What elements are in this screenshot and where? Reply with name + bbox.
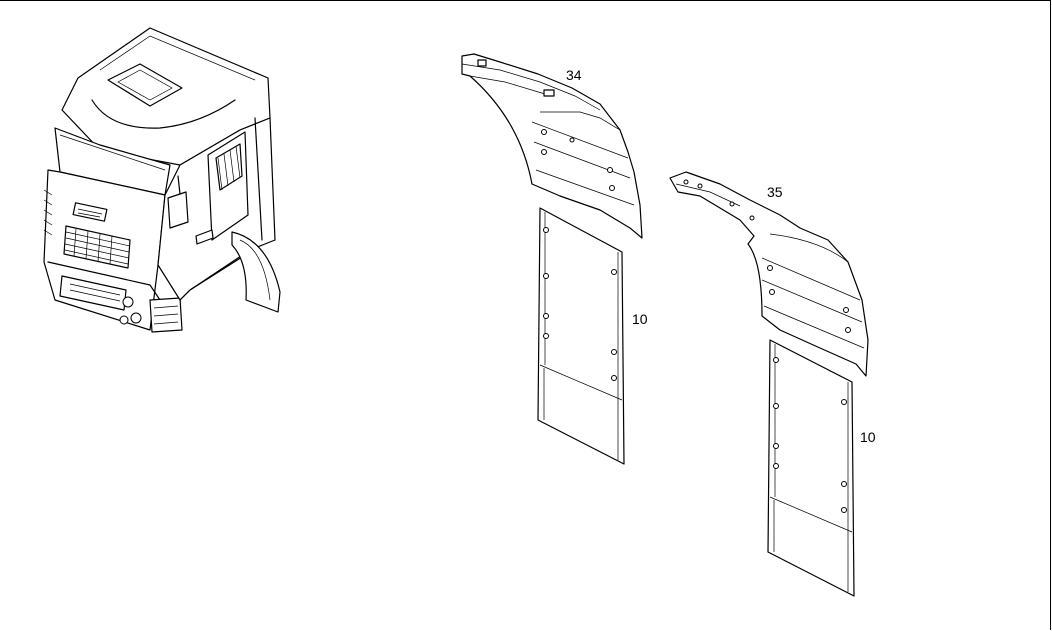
callout-35: 35 xyxy=(767,184,783,200)
callout-10-right: 10 xyxy=(860,429,876,445)
callout-34: 34 xyxy=(566,67,582,83)
callout-10-left: 10 xyxy=(632,311,648,327)
mudguard-35 xyxy=(669,171,869,377)
truck-cab-illustration xyxy=(43,27,281,333)
mudguard-34 xyxy=(461,53,643,239)
mudflap-10-right xyxy=(767,339,855,597)
mudflap-10-left xyxy=(537,207,625,465)
